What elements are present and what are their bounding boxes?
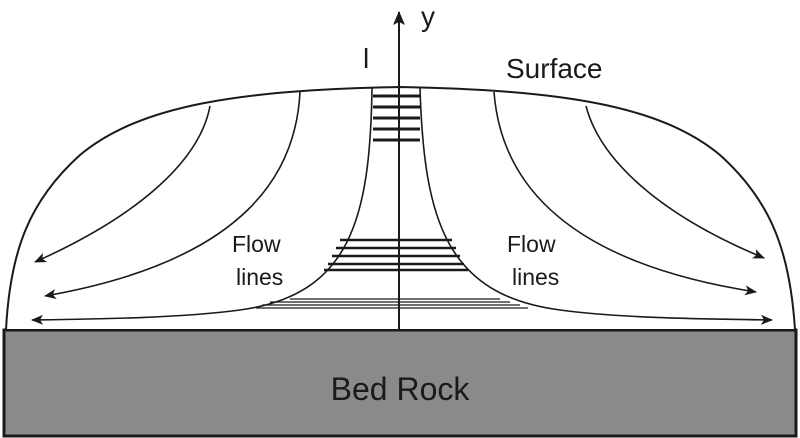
layers-bottom xyxy=(256,298,528,309)
flow-right-label-line2: lines xyxy=(512,264,559,290)
flow-line-left-outer xyxy=(34,105,211,263)
flow-line-right-inner xyxy=(419,87,773,325)
flow-line-right-middle xyxy=(493,91,757,296)
surface-label: Surface xyxy=(506,53,603,84)
flow-left-label-line2: lines xyxy=(236,264,283,290)
layers-top xyxy=(373,94,420,142)
bedrock-label: Bed Rock xyxy=(331,371,471,407)
flow-left-label-line1: Flow xyxy=(232,231,281,257)
ice-sheet-outline xyxy=(4,85,797,331)
layers-middle xyxy=(324,238,468,272)
bedrock-block xyxy=(2,328,798,438)
flow-line-left-middle xyxy=(44,91,301,300)
flow-right-label-line1: Flow xyxy=(507,231,556,257)
layer-marker-label: l xyxy=(363,43,369,74)
flow-line-right-outer xyxy=(585,105,765,259)
flow-line-left-inner xyxy=(31,87,373,325)
axis-y-label: y xyxy=(421,1,435,32)
